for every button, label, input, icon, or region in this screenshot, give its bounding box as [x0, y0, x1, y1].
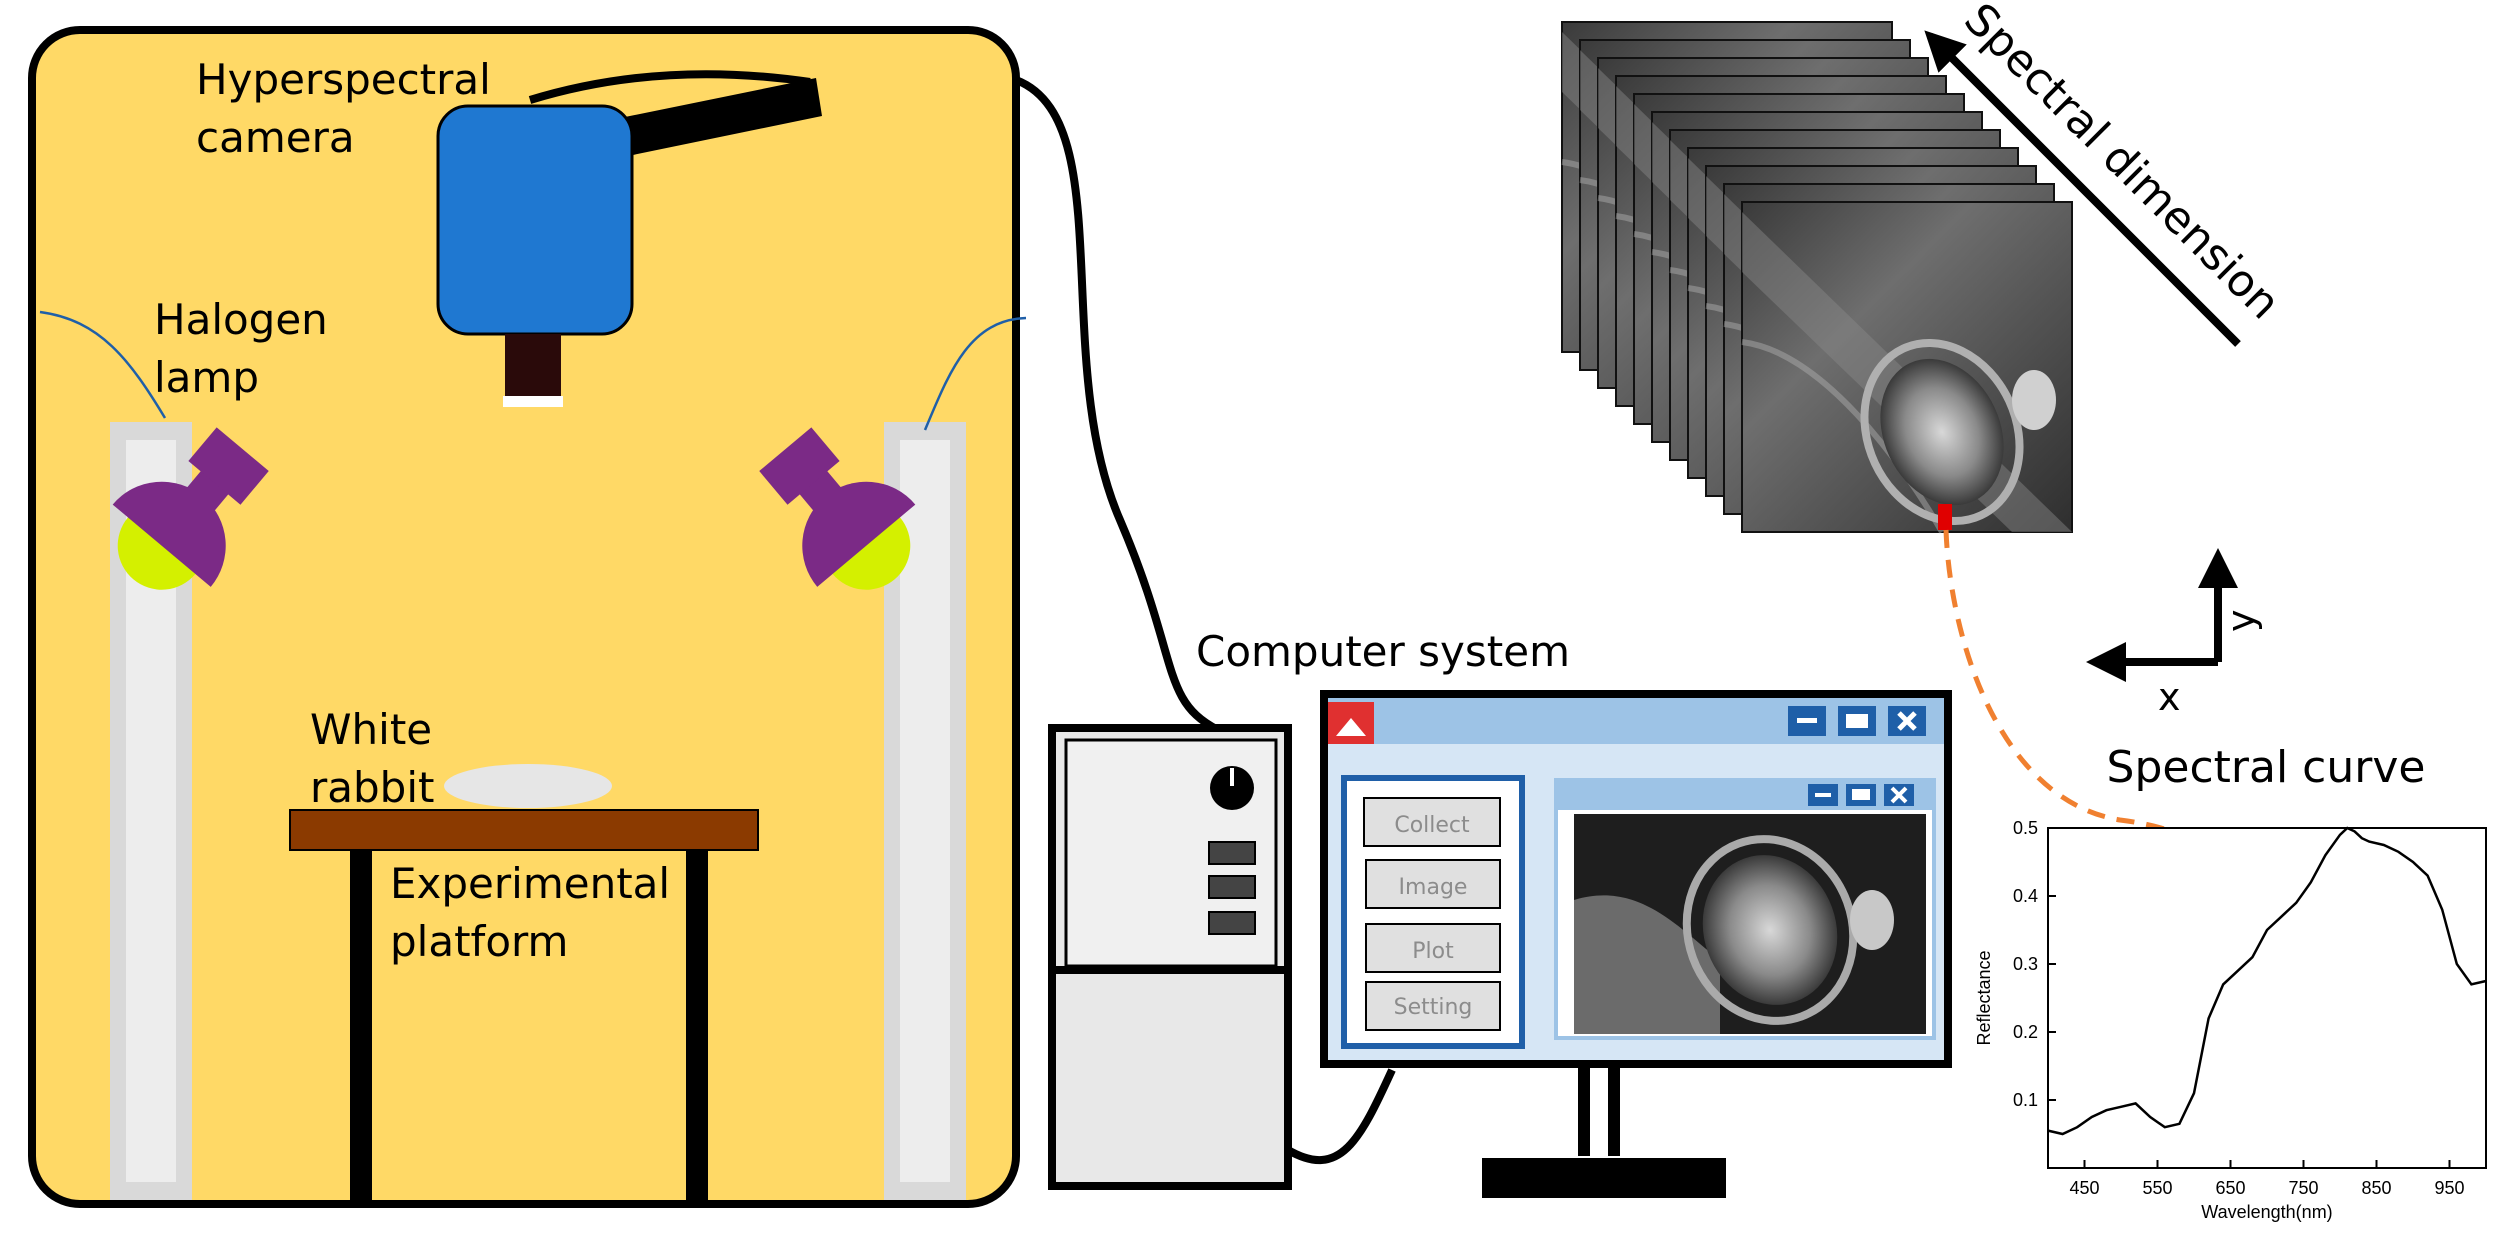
image-button[interactable] — [1365, 859, 1501, 909]
label-platform-line2: platform — [390, 917, 568, 966]
y-tick-label: 0.3 — [2013, 954, 2038, 974]
power-knob-icon — [1210, 766, 1254, 810]
spectral-dimension-arrow — [1924, 30, 2241, 347]
plot-frame — [2047, 827, 2487, 1169]
x-tick-label: 750 — [2288, 1178, 2318, 1198]
x-tick-label: 550 — [2142, 1178, 2172, 1198]
right-halogen-lamp — [759, 316, 1027, 590]
collect-button[interactable] — [1363, 797, 1501, 847]
plot-button-label: Plot — [1412, 939, 1454, 964]
setting-button-label: Setting — [1394, 995, 1473, 1020]
label-camera-line1: Hyperspectral — [196, 55, 491, 104]
chamber — [28, 26, 1020, 1208]
right-pole — [884, 422, 966, 1200]
label-axis-x: x — [2158, 675, 2181, 719]
white-rabbit — [444, 764, 612, 808]
left-halogen-lamp — [39, 310, 269, 590]
x-tick-label: 650 — [2215, 1178, 2245, 1198]
selected-pixel-marker — [1938, 504, 1952, 530]
spectral-curve-chart: 450 550 650 750 850 950 0.1 0.2 0.3 0.4 0.5Wavelen… — [1974, 818, 2487, 1222]
computer-tower — [1048, 724, 1292, 1190]
chart-title: Spectral curve — [2107, 742, 2426, 793]
hyperspectral-image-stack — [1561, 21, 2073, 534]
image-button-label: Image — [1399, 875, 1468, 900]
label-computer-system: Computer system — [1196, 627, 1570, 676]
label-axis-y: y — [2219, 610, 2263, 633]
preview-image — [1574, 814, 1926, 1034]
plot-button[interactable] — [1365, 923, 1501, 973]
label-rabbit-line2: rabbit — [310, 763, 434, 812]
y-tick-label: 0.5 — [2013, 818, 2038, 838]
x-tick-label: 850 — [2361, 1178, 2391, 1198]
y-tick-label: 0.2 — [2013, 1022, 2038, 1042]
collect-button-label: Collect — [1394, 813, 1470, 838]
label-lamp-line1: Halogen — [154, 295, 328, 344]
xy-axes — [2086, 548, 2238, 682]
y-tick-label: 0.4 — [2013, 886, 2038, 906]
label-platform-line1: Experimental — [390, 859, 670, 908]
label-lamp-line2: lamp — [154, 353, 259, 402]
x-tick-label: 450 — [2069, 1178, 2099, 1198]
reflectance-series-line — [2047, 826, 2487, 1136]
hyperspectral-camera — [436, 70, 1220, 734]
y-tick-label: 0.1 — [2013, 1090, 2038, 1110]
y-axis-label: Reflectance — [1974, 950, 1994, 1045]
setting-button[interactable] — [1365, 981, 1501, 1031]
x-tick-label: 950 — [2434, 1178, 2464, 1198]
label-rabbit-line1: White — [310, 705, 432, 754]
label-camera-line2: camera — [196, 113, 355, 162]
x-axis-label: Wavelength(nm) — [2201, 1202, 2332, 1222]
monitor-stand — [1482, 1064, 1726, 1198]
monitor: Collect Image Plot Setting — [1320, 690, 1952, 1068]
experimental-platform — [289, 809, 759, 1202]
